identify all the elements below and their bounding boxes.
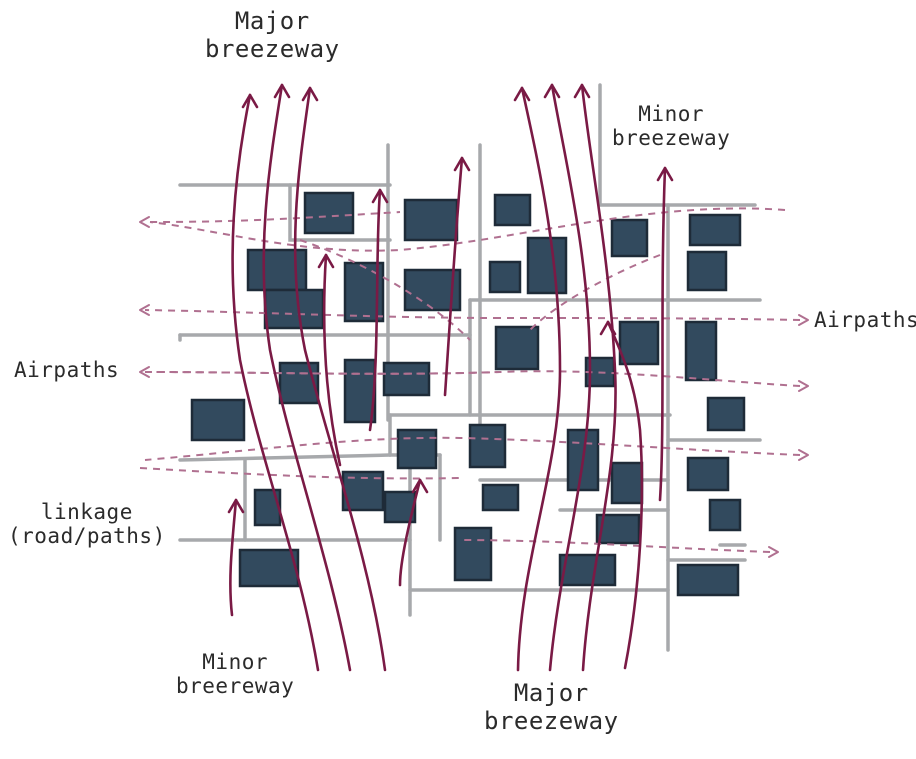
airpath-line <box>144 436 801 461</box>
airpath-arrowhead <box>139 216 150 228</box>
major-breezeway-bottom-line2: breezeway <box>484 706 619 735</box>
building-block <box>558 553 617 587</box>
breezeway-line <box>580 83 617 672</box>
minor-breezeway-bottom-line2: breereway <box>176 674 295 699</box>
airpath-line <box>499 317 801 321</box>
building-block <box>566 428 600 492</box>
major-breezeway-top-line1: Major <box>234 7 310 35</box>
airpath-line <box>149 211 401 223</box>
building-block <box>382 361 431 397</box>
building-block <box>453 526 493 582</box>
building-block <box>468 423 507 469</box>
breezeway-arrowhead <box>301 86 319 102</box>
airpath-line <box>149 207 786 252</box>
building-block <box>403 198 459 242</box>
major-breezeway-label-bottom: Major breezeway <box>484 679 619 735</box>
breezeway-arrowhead <box>317 253 335 269</box>
building-block <box>708 498 742 532</box>
breezeway-line <box>229 498 238 617</box>
airpath-arrowhead <box>139 304 150 316</box>
building-block <box>396 428 438 470</box>
building-block <box>488 260 522 294</box>
airpath-arrowhead <box>798 380 809 392</box>
breezeway-line <box>658 166 667 502</box>
breezeway-line <box>322 253 342 467</box>
building-block <box>526 236 568 295</box>
linkage-label-line1: linkage <box>40 500 133 524</box>
airpaths-label-left: Airpaths <box>14 358 120 382</box>
building-block <box>686 250 728 292</box>
breezeway-arrowhead <box>411 478 429 494</box>
road-segment <box>598 83 757 207</box>
road-segment <box>178 453 392 462</box>
breezeway-line <box>606 320 644 670</box>
breezeway-line <box>398 478 422 587</box>
building-block <box>494 325 540 371</box>
building-block <box>610 218 649 258</box>
building-block <box>238 548 300 588</box>
building-block <box>493 193 532 227</box>
breezeway-arrowhead <box>371 188 389 204</box>
building-block <box>706 396 746 432</box>
breezeway-line <box>262 83 352 672</box>
building-block <box>610 461 644 505</box>
airpath-arrowhead <box>768 546 779 558</box>
breezeway-arrowhead <box>453 156 471 172</box>
building-block <box>403 268 462 312</box>
airpath-line <box>459 539 771 553</box>
breezeway-arrowhead <box>227 498 245 514</box>
major-breezeway-label-top: Major breezeway <box>205 7 340 63</box>
minor-breezeway-bottom-line1: Minor <box>202 650 268 674</box>
breezeway-arrowhead <box>543 83 561 99</box>
building-block <box>303 191 355 235</box>
airpath-line <box>139 467 461 480</box>
linkage-label: linkage (road/paths) <box>8 500 166 548</box>
minor-breezeway-label-top: Minor breezeway <box>612 102 730 150</box>
building-block <box>686 456 730 492</box>
breezeway-line <box>516 86 562 672</box>
building-block <box>688 213 742 247</box>
building-block <box>676 563 740 597</box>
airpath-arrowhead <box>139 366 150 378</box>
breezeway-arrowhead <box>513 86 531 102</box>
building-block <box>343 358 377 424</box>
airpath-line <box>144 371 501 375</box>
breezeway-line <box>231 93 320 672</box>
building-block <box>190 398 246 442</box>
building-block <box>263 288 325 330</box>
airpaths-label-right: Airpaths <box>814 308 916 332</box>
breezeway-arrowhead <box>241 93 259 109</box>
breezeway-line <box>548 83 592 672</box>
building-block <box>278 361 320 405</box>
breezeway-arrowhead <box>273 83 291 99</box>
breezeway-arrowhead <box>656 166 674 182</box>
road-network <box>178 83 762 652</box>
building-block <box>618 320 660 366</box>
breezeway-arrowhead <box>573 83 591 99</box>
breezeway-line <box>368 188 382 432</box>
minor-breezeway-label-bottom: Minor breereway <box>176 650 294 698</box>
building-block <box>481 483 520 512</box>
major-breezeway-bottom-line1: Major <box>513 679 589 707</box>
building-block <box>684 320 718 382</box>
airpath-line <box>529 254 661 331</box>
breezeways-layer <box>227 83 674 672</box>
breezeway-line <box>293 86 387 672</box>
airpath-arrowhead <box>798 314 809 326</box>
major-breezeway-top-line2: breezeway <box>205 34 340 63</box>
breezeway-line <box>443 156 464 397</box>
breezeway-arrowhead <box>599 320 617 336</box>
airpaths-layer <box>139 207 809 558</box>
linkage-label-line2: (road/paths) <box>8 524 166 549</box>
road-segment <box>288 183 392 242</box>
airpath-arrowhead <box>798 449 809 461</box>
minor-breezeway-top-line2: breezeway <box>612 126 731 151</box>
minor-breezeway-top-line1: Minor <box>638 102 704 126</box>
